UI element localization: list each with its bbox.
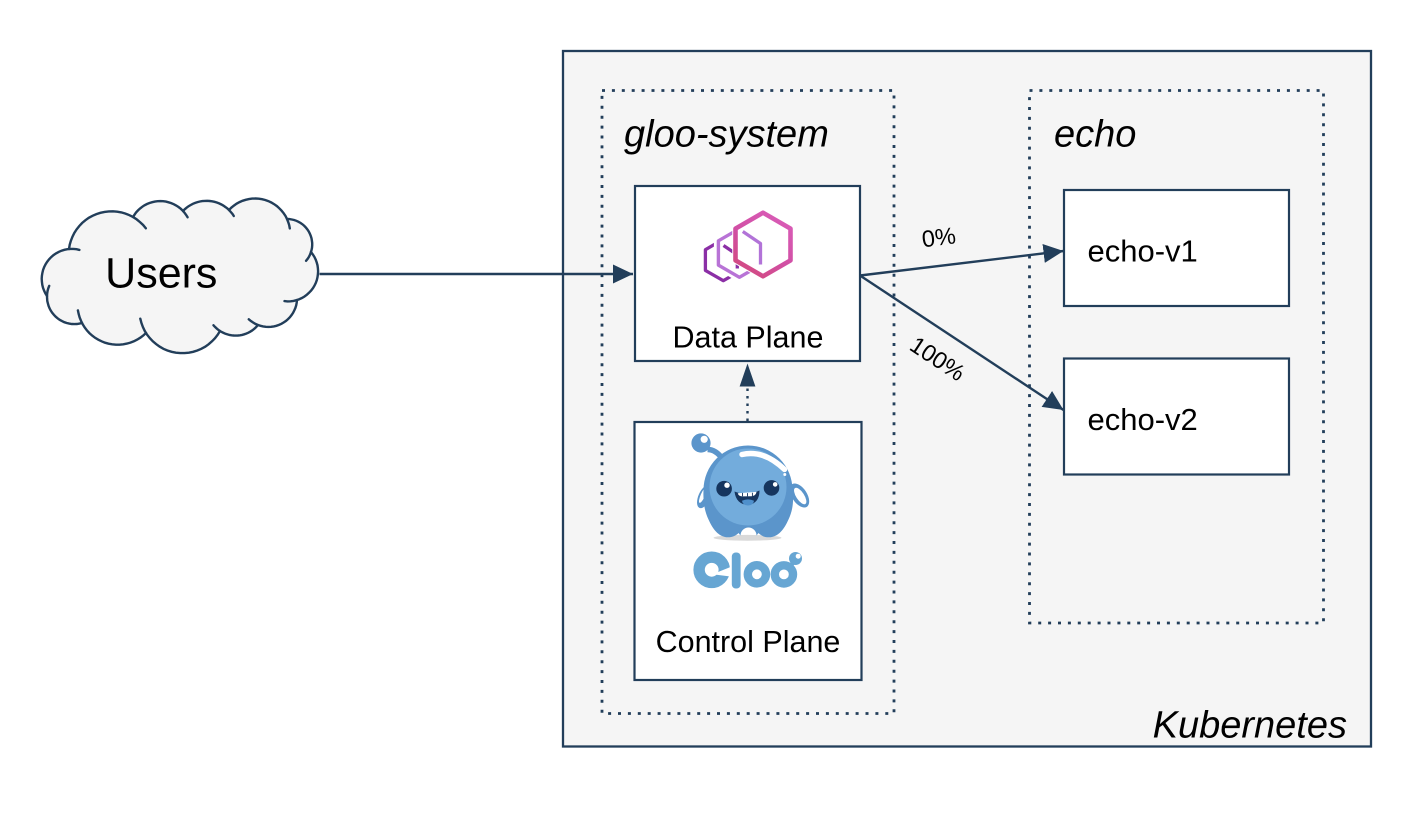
svg-text:echo-v1: echo-v1 [1088, 234, 1198, 269]
svg-text:echo-v2: echo-v2 [1088, 402, 1198, 437]
svg-text:Control Plane: Control Plane [656, 625, 841, 659]
svg-text:Kubernetes: Kubernetes [1153, 705, 1347, 747]
svg-text:echo: echo [1054, 114, 1136, 156]
svg-text:Data Plane: Data Plane [673, 321, 824, 355]
svg-text:gloo-system: gloo-system [624, 114, 829, 156]
svg-text:0%: 0% [920, 222, 957, 252]
svg-text:Users: Users [105, 250, 217, 298]
